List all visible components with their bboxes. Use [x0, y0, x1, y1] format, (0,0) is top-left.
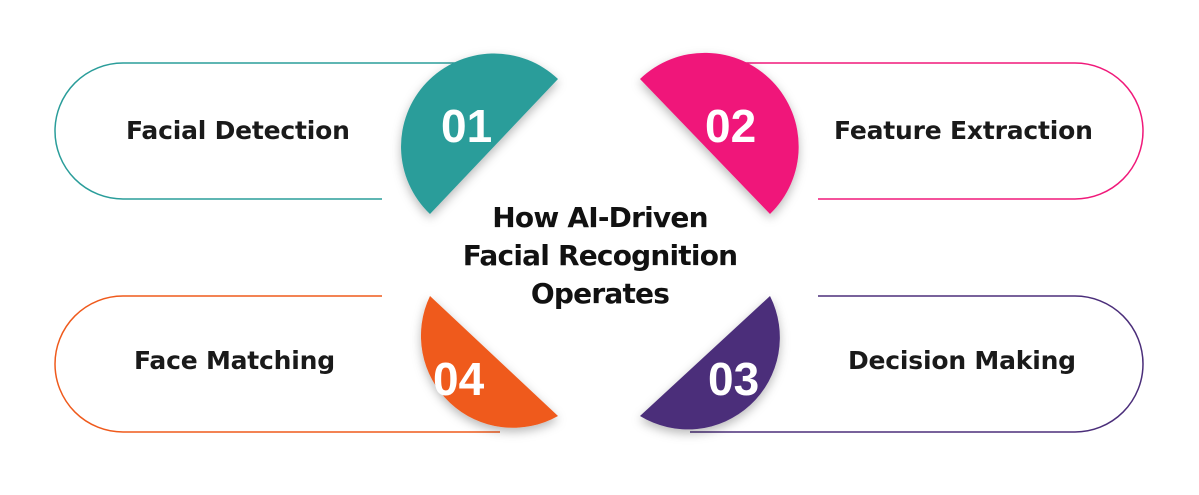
- title-line-2: Facial Recognition: [462, 239, 738, 272]
- step-01-outline: [54, 62, 500, 200]
- step-04-label: Face Matching: [134, 346, 335, 375]
- step-01-number: 01: [441, 100, 493, 152]
- step-04-outline: [54, 295, 500, 433]
- step-03-badge: [640, 296, 780, 430]
- title-line-3: Operates: [530, 277, 670, 310]
- diagram-title: How AI-Driven Facial Recognition Operate…: [395, 199, 805, 313]
- step-01-label: Facial Detection: [126, 116, 350, 145]
- title-line-1: How AI-Driven: [492, 201, 708, 234]
- step-02-label: Feature Extraction: [834, 116, 1093, 145]
- step-03-label: Decision Making: [848, 346, 1076, 375]
- step-04-number: 04: [433, 353, 485, 405]
- step-03-outline: [690, 295, 1144, 433]
- step-02-number: 02: [705, 100, 757, 152]
- step-03-number: 03: [708, 353, 760, 405]
- step-04-badge: [420, 296, 558, 428]
- step-02-badge: [640, 52, 799, 215]
- step-02-outline: [690, 62, 1144, 200]
- step-01-badge: [401, 53, 558, 214]
